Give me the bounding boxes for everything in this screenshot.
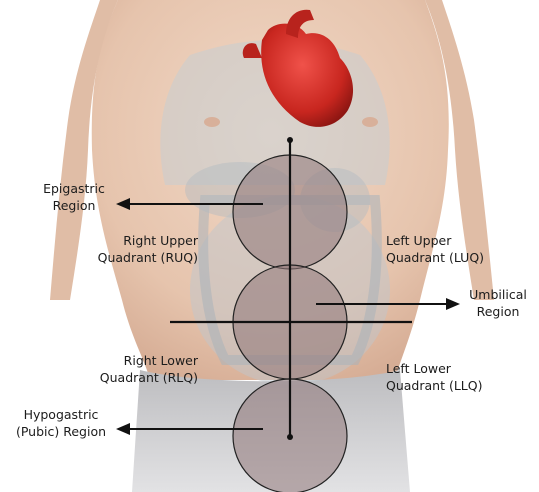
midline-bottom-dot (287, 434, 293, 440)
rlq-label: Right Lower Quadrant (RLQ) (92, 352, 198, 386)
umbilical-label: Umbilical Region (464, 286, 532, 320)
hypogastric-arrowhead (116, 423, 130, 435)
umbilical-arrowhead (446, 298, 460, 310)
chest-detail-right (204, 117, 220, 127)
epigastric-label: Epigastric Region (34, 180, 114, 214)
llq-label: Left Lower Quadrant (LLQ) (386, 360, 496, 394)
luq-label: Left Upper Quadrant (LUQ) (386, 232, 496, 266)
chest-detail-left (362, 117, 378, 127)
midline-top-dot (287, 137, 293, 143)
ruq-label: Right Upper Quadrant (RUQ) (92, 232, 198, 266)
hypogastric-label: Hypogastric (Pubic) Region (6, 406, 116, 440)
